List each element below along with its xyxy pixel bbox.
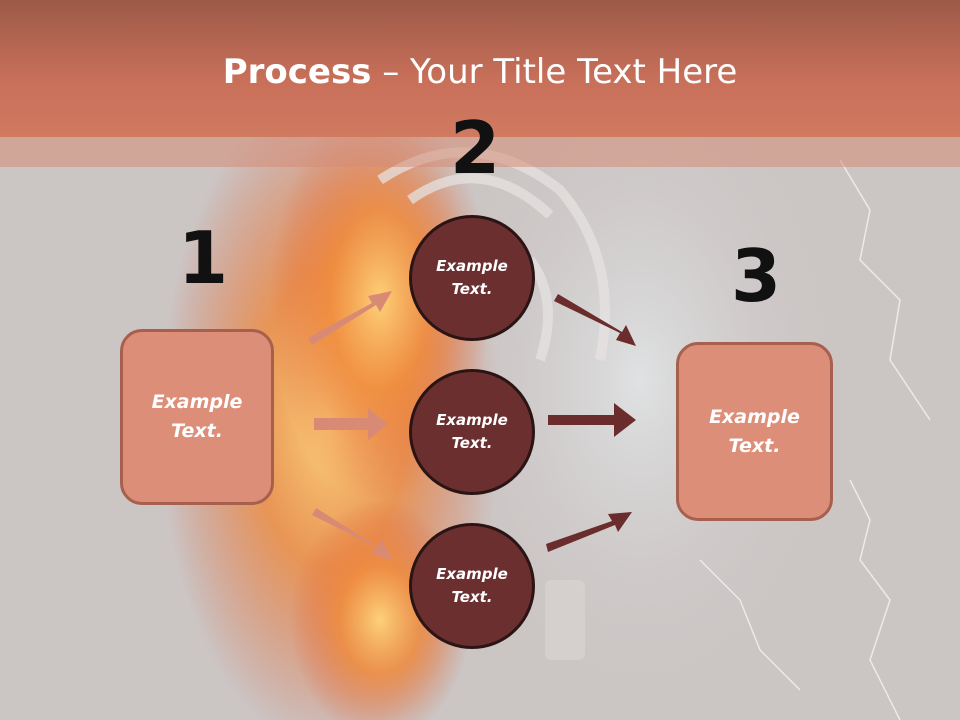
arrow-1-to-2-bottom [312, 508, 392, 560]
step-2-text-bottom: Example Text. [436, 565, 508, 606]
arrow-2-to-3-bottom [546, 512, 632, 552]
step-number-1: 1 [178, 216, 229, 300]
step-number-2: 2 [450, 106, 501, 190]
step-number-3: 3 [731, 234, 782, 318]
step-2-text-top: Example Text. [436, 257, 508, 298]
step-1-text: Example Text. [151, 391, 243, 442]
lightning-lines [699, 159, 931, 720]
title-bold: Process [222, 52, 372, 92]
slide-title: Process – Your Title Text Here [0, 52, 960, 92]
arrow-1-to-2-middle [314, 408, 388, 440]
title-rest: – Your Title Text Here [371, 52, 738, 92]
arrow-2-to-3-middle [548, 403, 636, 437]
step-2-circle-middle[interactable]: Example Text. [409, 369, 535, 495]
step-2-circle-bottom[interactable]: Example Text. [409, 523, 535, 649]
water-splash [440, 60, 840, 700]
arrow-1-to-2-top [308, 291, 392, 345]
step-2-text-middle: Example Text. [436, 411, 508, 452]
step-1-box[interactable]: Example Text. [120, 329, 274, 505]
title-band [0, 137, 960, 167]
step-3-box[interactable]: Example Text. [676, 342, 833, 521]
step-2-circle-top[interactable]: Example Text. [409, 215, 535, 341]
arrow-2-to-3-top [554, 294, 636, 346]
title-bar [0, 0, 960, 137]
step-3-text: Example Text. [709, 405, 800, 457]
